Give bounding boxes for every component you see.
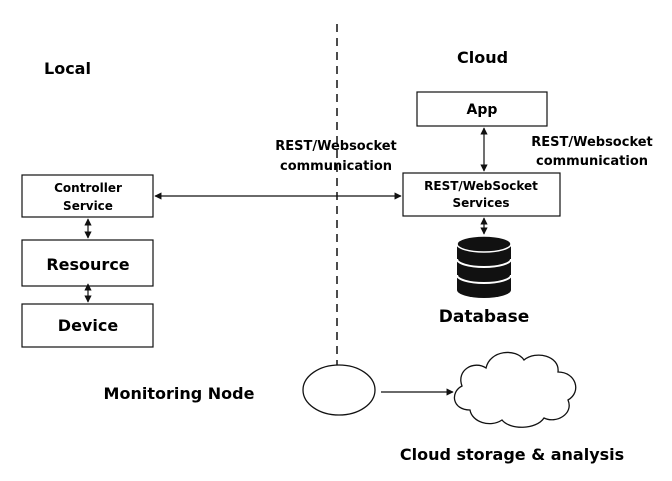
- rest-services-line2: Services: [452, 196, 509, 210]
- resource-box: Resource: [21, 239, 154, 287]
- rest-comm-left-line1: REST/Websocket: [275, 139, 397, 154]
- rest-services-box: REST/WebSocket Services: [402, 172, 561, 217]
- controller-service-line1: Controller: [54, 181, 122, 195]
- app-label: App: [467, 102, 498, 118]
- monitoring-node-label: Monitoring Node: [104, 384, 255, 403]
- cloud-icon: [453, 351, 577, 428]
- rest-services-line1: REST/WebSocket: [424, 179, 538, 193]
- rest-comm-right-line1: REST/Websocket: [531, 135, 653, 150]
- rest-comm-left-line2: communication: [280, 159, 392, 174]
- resource-label: Resource: [46, 255, 129, 274]
- monitoring-node-ellipse: [302, 364, 376, 416]
- database-label: Database: [439, 307, 529, 327]
- controller-service-box: Controller Service: [21, 174, 154, 218]
- device-label: Device: [58, 316, 119, 335]
- local-label: Local: [44, 59, 91, 78]
- app-box: App: [416, 91, 548, 127]
- cloud-storage-label: Cloud storage & analysis: [400, 445, 624, 464]
- rest-comm-right-line2: communication: [536, 154, 648, 169]
- database-cylinder-icon: [456, 235, 512, 298]
- device-box: Device: [21, 303, 154, 348]
- cloud-label: Cloud: [457, 48, 508, 67]
- controller-service-line2: Service: [63, 199, 113, 213]
